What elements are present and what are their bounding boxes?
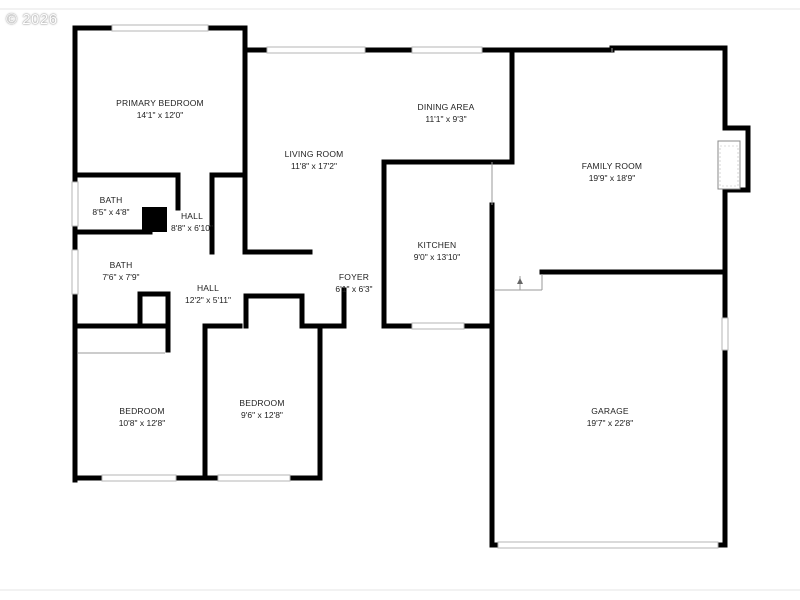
room-name: LIVING ROOM [285,149,344,159]
room-name: BATH [100,195,123,205]
room-family-room: FAMILY ROOM 19'9" x 18'9" [582,161,642,183]
room-labels: PRIMARY BEDROOM 14'1" x 12'0" LIVING ROO… [92,98,642,428]
window [721,317,729,351]
window [411,322,465,330]
room-name: BATH [110,260,133,270]
room-name: HALL [181,211,203,221]
room-dims: 14'1" x 12'0" [137,110,184,120]
room-bath-1: BATH 8'5" x 4'8" [92,195,129,217]
room-name: FOYER [339,272,369,282]
window [71,249,79,295]
room-dims: 11'8" x 17'2" [291,161,337,171]
room-name: FAMILY ROOM [582,161,642,171]
window [71,181,79,227]
room-bedroom-2: BEDROOM 9'6" x 12'8" [239,398,284,420]
room-dims: 11'1" x 9'3" [425,114,466,124]
room-dims: 8'5" x 4'8" [92,207,129,217]
room-dims: 19'9" x 18'9" [589,173,636,183]
room-name: KITCHEN [418,240,457,250]
window [101,474,177,482]
window [217,474,291,482]
room-dims: 7'6" x 7'9" [102,272,139,282]
fireplace-brick [719,145,739,187]
room-foyer: FOYER 6'1" x 6'3" [335,272,372,294]
room-name: HALL [197,283,219,293]
window [266,46,366,54]
room-garage: GARAGE 19'7" x 22'8" [587,406,634,428]
room-name: PRIMARY BEDROOM [116,98,204,108]
window [411,46,483,54]
copyright-watermark: © 2026 [6,11,58,28]
windows [71,24,729,549]
room-kitchen: KITCHEN 9'0" x 13'10" [414,240,461,262]
room-hall-1: HALL 8'8" x 6'10" [171,211,213,233]
room-dims: 8'8" x 6'10" [171,223,213,233]
window [497,541,719,549]
room-living-room: LIVING ROOM 11'8" x 17'2" [285,149,344,171]
room-dims: 19'7" x 22'8" [587,418,634,428]
room-dining-area: DINING AREA 11'1" x 9'3" [418,102,475,124]
room-dims: 9'0" x 13'10" [414,252,461,262]
room-dims: 6'1" x 6'3" [335,284,372,294]
room-dims: 12'2" x 5'11" [185,295,231,305]
room-primary-bedroom: PRIMARY BEDROOM 14'1" x 12'0" [116,98,204,120]
step-arrow-icon [517,278,523,284]
room-dims: 10'8" x 12'8" [119,418,166,428]
room-bath-2: BATH 7'6" x 7'9" [102,260,139,282]
room-bedroom-1: BEDROOM 10'8" x 12'8" [119,406,166,428]
fireplace-icon [717,140,741,190]
room-dims: 9'6" x 12'8" [241,410,283,420]
room-name: BEDROOM [239,398,284,408]
bath-closet [142,207,167,232]
room-name: BEDROOM [119,406,164,416]
window [111,24,209,32]
room-hall-2: HALL 12'2" x 5'11" [185,283,231,305]
room-name: GARAGE [591,406,629,416]
room-name: DINING AREA [418,102,475,112]
